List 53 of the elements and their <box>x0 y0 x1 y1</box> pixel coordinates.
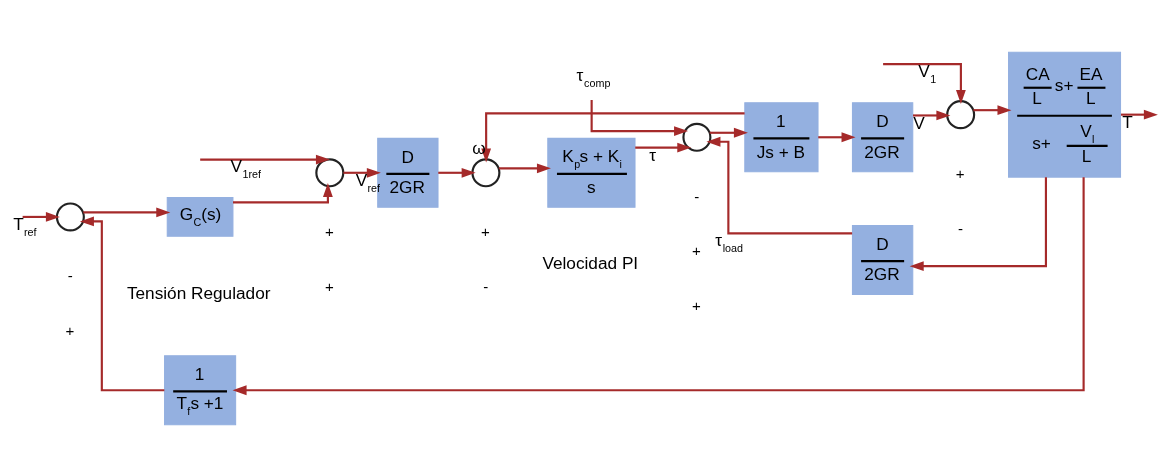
arrow <box>233 182 333 204</box>
label: + <box>955 164 965 182</box>
arrow <box>438 167 476 178</box>
arrow <box>590 99 689 136</box>
arrow <box>498 163 551 174</box>
node-box: D 2GR <box>851 225 914 295</box>
arrow <box>343 167 381 178</box>
node-box: G$_{C}$(s) <box>166 197 234 237</box>
label: + <box>324 277 334 295</box>
edge-label: τ$_{comp}$ <box>576 65 611 90</box>
arrow <box>83 207 171 218</box>
arrow <box>973 105 1012 116</box>
edge-label: τ$_{load}$ <box>715 230 744 255</box>
edge-label: T <box>1122 112 1133 133</box>
arrow <box>22 212 60 222</box>
node-box: K$_{p}$s + K$_{i}$ s <box>547 137 636 208</box>
node-circle <box>946 100 976 130</box>
arrow <box>883 63 966 105</box>
node-box: 1 T$_{f}$s +1 <box>164 355 237 426</box>
arrow <box>709 127 748 138</box>
edge-label: V$_{1}$ <box>918 60 937 85</box>
arrow <box>232 177 1085 396</box>
edge-label: ω <box>472 137 486 158</box>
arrow <box>1121 109 1158 120</box>
label: - <box>67 267 73 285</box>
arrow <box>909 177 1047 272</box>
node-label: Velocidad PI <box>542 253 639 274</box>
arrow <box>79 216 165 392</box>
edge-label: V$_{1ref}$ <box>230 156 261 181</box>
edge-label: T$_{ref}$ <box>13 213 37 238</box>
node-box: D 2GR <box>851 102 914 173</box>
node-circle <box>55 202 85 232</box>
label: + <box>692 242 701 260</box>
node-label: Tensión Regulador <box>126 282 271 303</box>
node-circle <box>471 158 501 188</box>
edge-label: τ <box>649 145 657 166</box>
arrow <box>913 110 951 121</box>
arrow <box>818 132 856 143</box>
arrow <box>635 142 692 153</box>
node-circle <box>682 122 712 152</box>
edge-label: V <box>913 113 925 134</box>
node-box: 1 Js + B <box>744 102 819 173</box>
label: - <box>957 219 963 237</box>
edge-label: V$_{ref}$ <box>355 169 381 194</box>
arrow <box>706 136 853 235</box>
label: - <box>483 277 489 295</box>
label: - <box>694 187 700 205</box>
label: + <box>324 223 334 241</box>
label: + <box>65 322 75 340</box>
label: + <box>692 297 701 315</box>
arrow <box>200 154 330 165</box>
node-circle <box>315 158 345 188</box>
label: + <box>481 223 490 241</box>
